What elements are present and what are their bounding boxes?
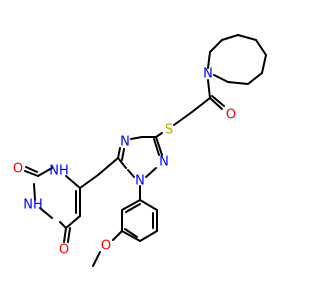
methoxyphenyl-ring xyxy=(92,185,158,267)
pyrimidine-n1h-label: NH xyxy=(49,164,69,179)
pyrimidine-n3h-label: NH xyxy=(23,198,43,213)
pyrimidine-o4-label: O xyxy=(59,243,69,258)
azepane-nitrogen-label: N xyxy=(203,67,213,82)
methoxy-oxygen-label: O xyxy=(101,239,111,254)
molecule-structure-diagram: N O S N N N NH NH O O O xyxy=(0,0,300,300)
thioether-bonds xyxy=(155,132,163,138)
pyrimidinedione-ring xyxy=(24,166,81,243)
triazole-n2-label: N xyxy=(120,135,130,150)
diagram-background xyxy=(0,0,300,300)
pyrimidine-o2-label: O xyxy=(13,162,23,177)
triazole-n4-label: N xyxy=(135,174,145,189)
sulfur-label: S xyxy=(165,123,173,138)
triazole-n1-label: N xyxy=(159,155,169,170)
triazole-ring xyxy=(117,136,163,178)
amide-oxygen-label: O xyxy=(226,108,236,123)
methylene-bridge xyxy=(79,157,119,189)
acetamide-linker xyxy=(173,79,225,126)
azepane-ring xyxy=(207,34,267,85)
